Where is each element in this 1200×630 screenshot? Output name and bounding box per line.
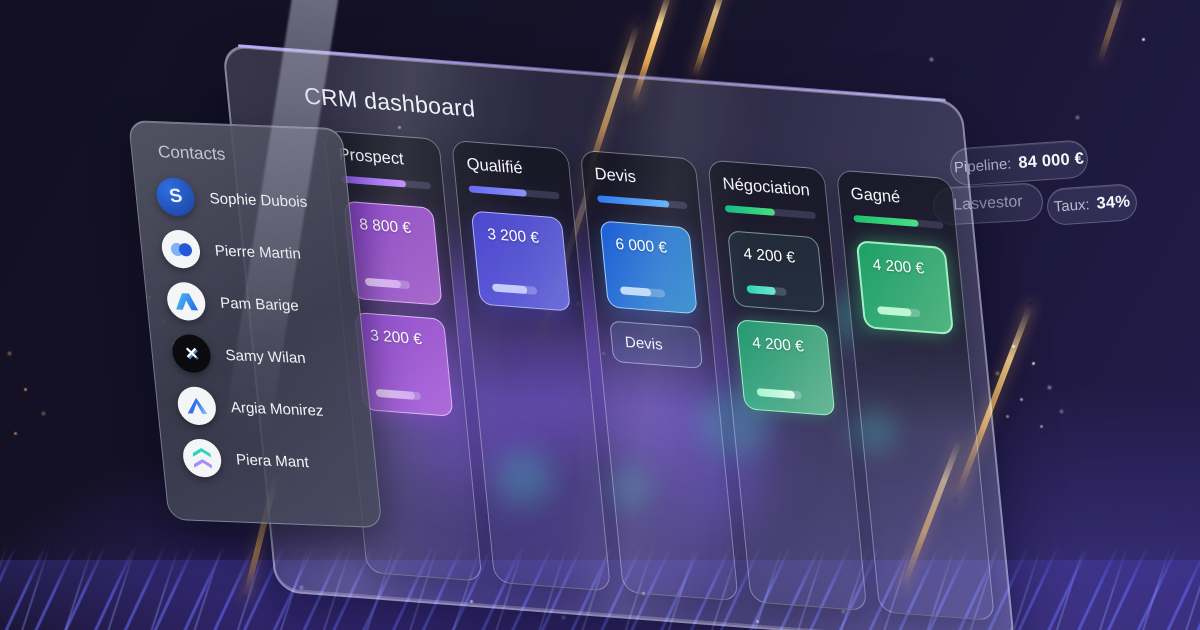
deal-progress-bar <box>492 283 538 295</box>
x-letter-logo-icon: ✕ <box>170 333 213 374</box>
chevron-a-logo-icon <box>175 386 218 426</box>
column-progress-bar <box>596 195 688 210</box>
deal-amount: 4 200 € <box>742 245 796 267</box>
column-title: Devis <box>593 164 637 187</box>
column-title: Gagné <box>849 184 902 207</box>
contacts-panel: Contacts S Sophie Dubois Pierre Martin P… <box>128 120 383 529</box>
deal-progress-fill <box>375 388 415 400</box>
contact-list-item[interactable]: Pam Barige <box>145 274 362 334</box>
deal-progress-fill <box>492 283 528 295</box>
pipeline-stat-badge: Pipeline: 84 000 € <box>948 139 1090 187</box>
column-progress-fill <box>724 205 776 216</box>
contact-list-item[interactable]: Argia Monirez <box>155 378 372 438</box>
deal-amount: 3 200 € <box>369 327 423 349</box>
column-progress-bar <box>852 214 944 229</box>
conversion-rate-badge: Taux: 34% <box>1045 182 1139 227</box>
contact-list-item[interactable]: Pierre Martin <box>139 222 356 282</box>
contact-list-item[interactable]: S Sophie Dubois <box>134 169 351 229</box>
deal-card[interactable]: 3 200 € <box>471 210 571 312</box>
deal-progress-fill <box>619 286 652 297</box>
deal-amount: 4 200 € <box>871 256 926 278</box>
column-progress-fill <box>596 195 670 208</box>
deal-progress-bar <box>876 305 921 318</box>
particle-dots <box>0 0 3 3</box>
contact-name: Samy Wilan <box>224 346 307 367</box>
deal-progress-bar <box>619 286 666 298</box>
gold-light-streak <box>1095 0 1127 67</box>
column-progress-bar <box>724 205 816 220</box>
contact-name: Argia Monirez <box>229 398 325 420</box>
column-progress-bar <box>340 175 432 190</box>
contacts-title: Contacts <box>157 142 227 164</box>
deal-amount: 3 200 € <box>486 225 540 247</box>
deal-amount: 8 800 € <box>358 215 412 238</box>
deal-amount: 4 200 € <box>751 334 805 356</box>
deal-progress-bar <box>756 388 803 400</box>
deal-card[interactable]: 4 200 € <box>736 319 836 417</box>
deal-progress-bar <box>746 284 788 297</box>
double-chevron-logo-icon <box>181 438 224 478</box>
contact-list-item[interactable]: ✕ Samy Wilan <box>150 326 367 386</box>
deal-progress-fill <box>746 284 777 296</box>
pipeline-value: 84 000 € <box>1017 148 1085 172</box>
mountain-logo-icon <box>165 281 208 322</box>
contact-name: Pierre Martin <box>214 241 302 263</box>
deal-card[interactable]: 4 200 € <box>855 240 955 336</box>
kanban-board: Prospect 8 800 € 3 200 € <box>323 130 996 622</box>
rate-value: 34% <box>1095 192 1131 213</box>
deal-amount: 6 000 € <box>614 235 668 257</box>
s-letter-logo-icon: S <box>154 177 197 217</box>
card-list: 6 000 € Devis <box>599 220 704 369</box>
column-title: Prospect <box>337 145 405 169</box>
column-title: Négociation <box>721 174 811 200</box>
contact-name: Piera Mant <box>235 450 310 471</box>
contact-list-item[interactable]: Piera Mant <box>161 430 378 490</box>
deal-card[interactable]: 6 000 € <box>599 220 698 315</box>
card-list: 4 200 € 4 200 € <box>727 230 836 417</box>
contact-name: Sophie Dubois <box>208 189 308 211</box>
column-progress-fill <box>340 175 407 188</box>
deal-progress-bar <box>375 388 422 401</box>
card-list: 3 200 € <box>471 210 571 312</box>
deal-progress-bar <box>364 277 411 290</box>
double-circle-logo-icon <box>160 229 202 269</box>
gold-light-streak <box>690 0 728 81</box>
column-title: Qualifié <box>465 155 524 178</box>
rate-label: Taux: <box>1053 196 1091 216</box>
deal-card-label-only[interactable]: Devis <box>609 320 704 369</box>
deal-progress-fill <box>364 277 402 289</box>
deal-card[interactable]: 4 200 € <box>727 230 825 314</box>
card-list: 4 200 € <box>855 240 955 336</box>
column-progress-fill <box>852 214 919 227</box>
column-progress-fill <box>468 185 528 197</box>
deal-progress-fill <box>876 305 912 317</box>
page-title: CRM dashboard <box>302 82 477 122</box>
deal-progress-fill <box>756 388 796 400</box>
contact-name: Pam Barige <box>219 294 300 315</box>
column-progress-bar <box>468 185 560 200</box>
